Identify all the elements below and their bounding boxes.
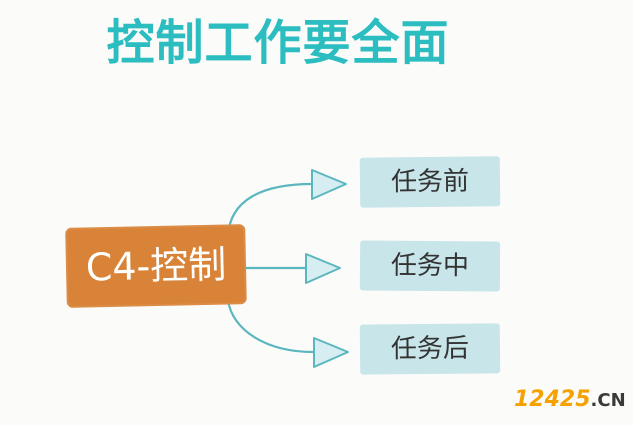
- child-node-after: 任务后: [359, 323, 501, 375]
- watermark-number: 12425: [514, 387, 591, 412]
- arrowhead-after: [313, 337, 349, 368]
- child-node-label: 任务前: [390, 166, 470, 198]
- arrowhead-during: [305, 253, 341, 284]
- child-node-during: 任务中: [359, 240, 501, 292]
- child-node-label: 任务后: [390, 333, 470, 365]
- connector-to-after: [226, 298, 316, 354]
- watermark-tld: .CN: [590, 390, 626, 411]
- child-node-before: 任务前: [359, 156, 501, 208]
- arrowhead-before: [311, 169, 347, 200]
- root-node: C4-控制: [65, 224, 247, 308]
- diagram-title: 控制工作要全面: [106, 15, 450, 71]
- child-node-label: 任务中: [390, 250, 470, 282]
- site-watermark: 12425.CN: [514, 387, 626, 415]
- root-node-label: C4-控制: [85, 242, 227, 290]
